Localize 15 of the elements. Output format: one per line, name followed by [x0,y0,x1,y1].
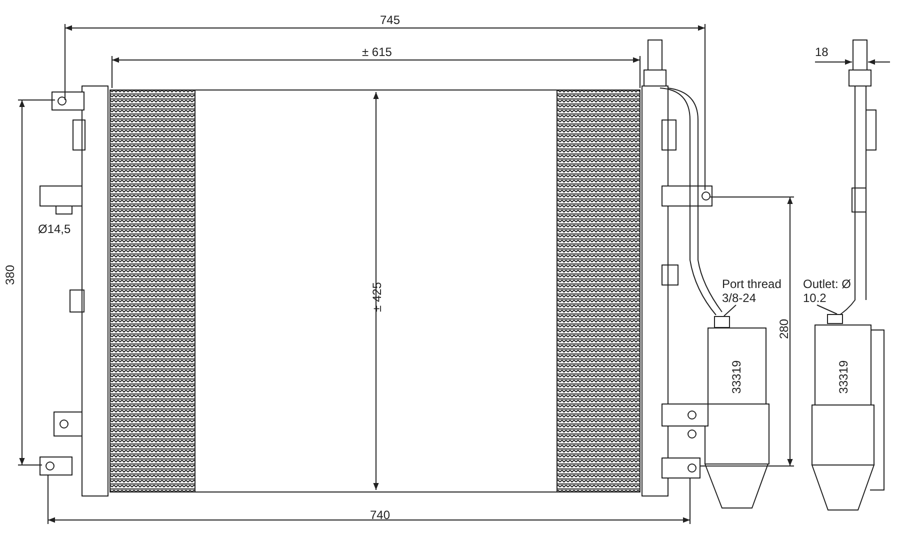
callout-text: Outlet: Ø 10.2 [803,277,859,305]
leader-line [816,304,838,314]
port-fitting [714,316,730,328]
callout-text: Port thread 3/8-24 [722,277,792,305]
dimension-label: 18 [815,45,828,59]
dimension-label: ± 615 [362,45,392,59]
outlet-fitting [827,314,843,324]
part-number: 33319 [730,360,744,394]
leader-line [724,304,736,316]
dimension-label: 280 [777,318,792,340]
diameter-label: Ø14,5 [38,222,71,236]
dimension-label: 380 [3,264,18,286]
dimension-label: 740 [370,508,390,522]
part-number: 33319 [836,360,851,394]
dimension-label: 745 [380,13,400,27]
